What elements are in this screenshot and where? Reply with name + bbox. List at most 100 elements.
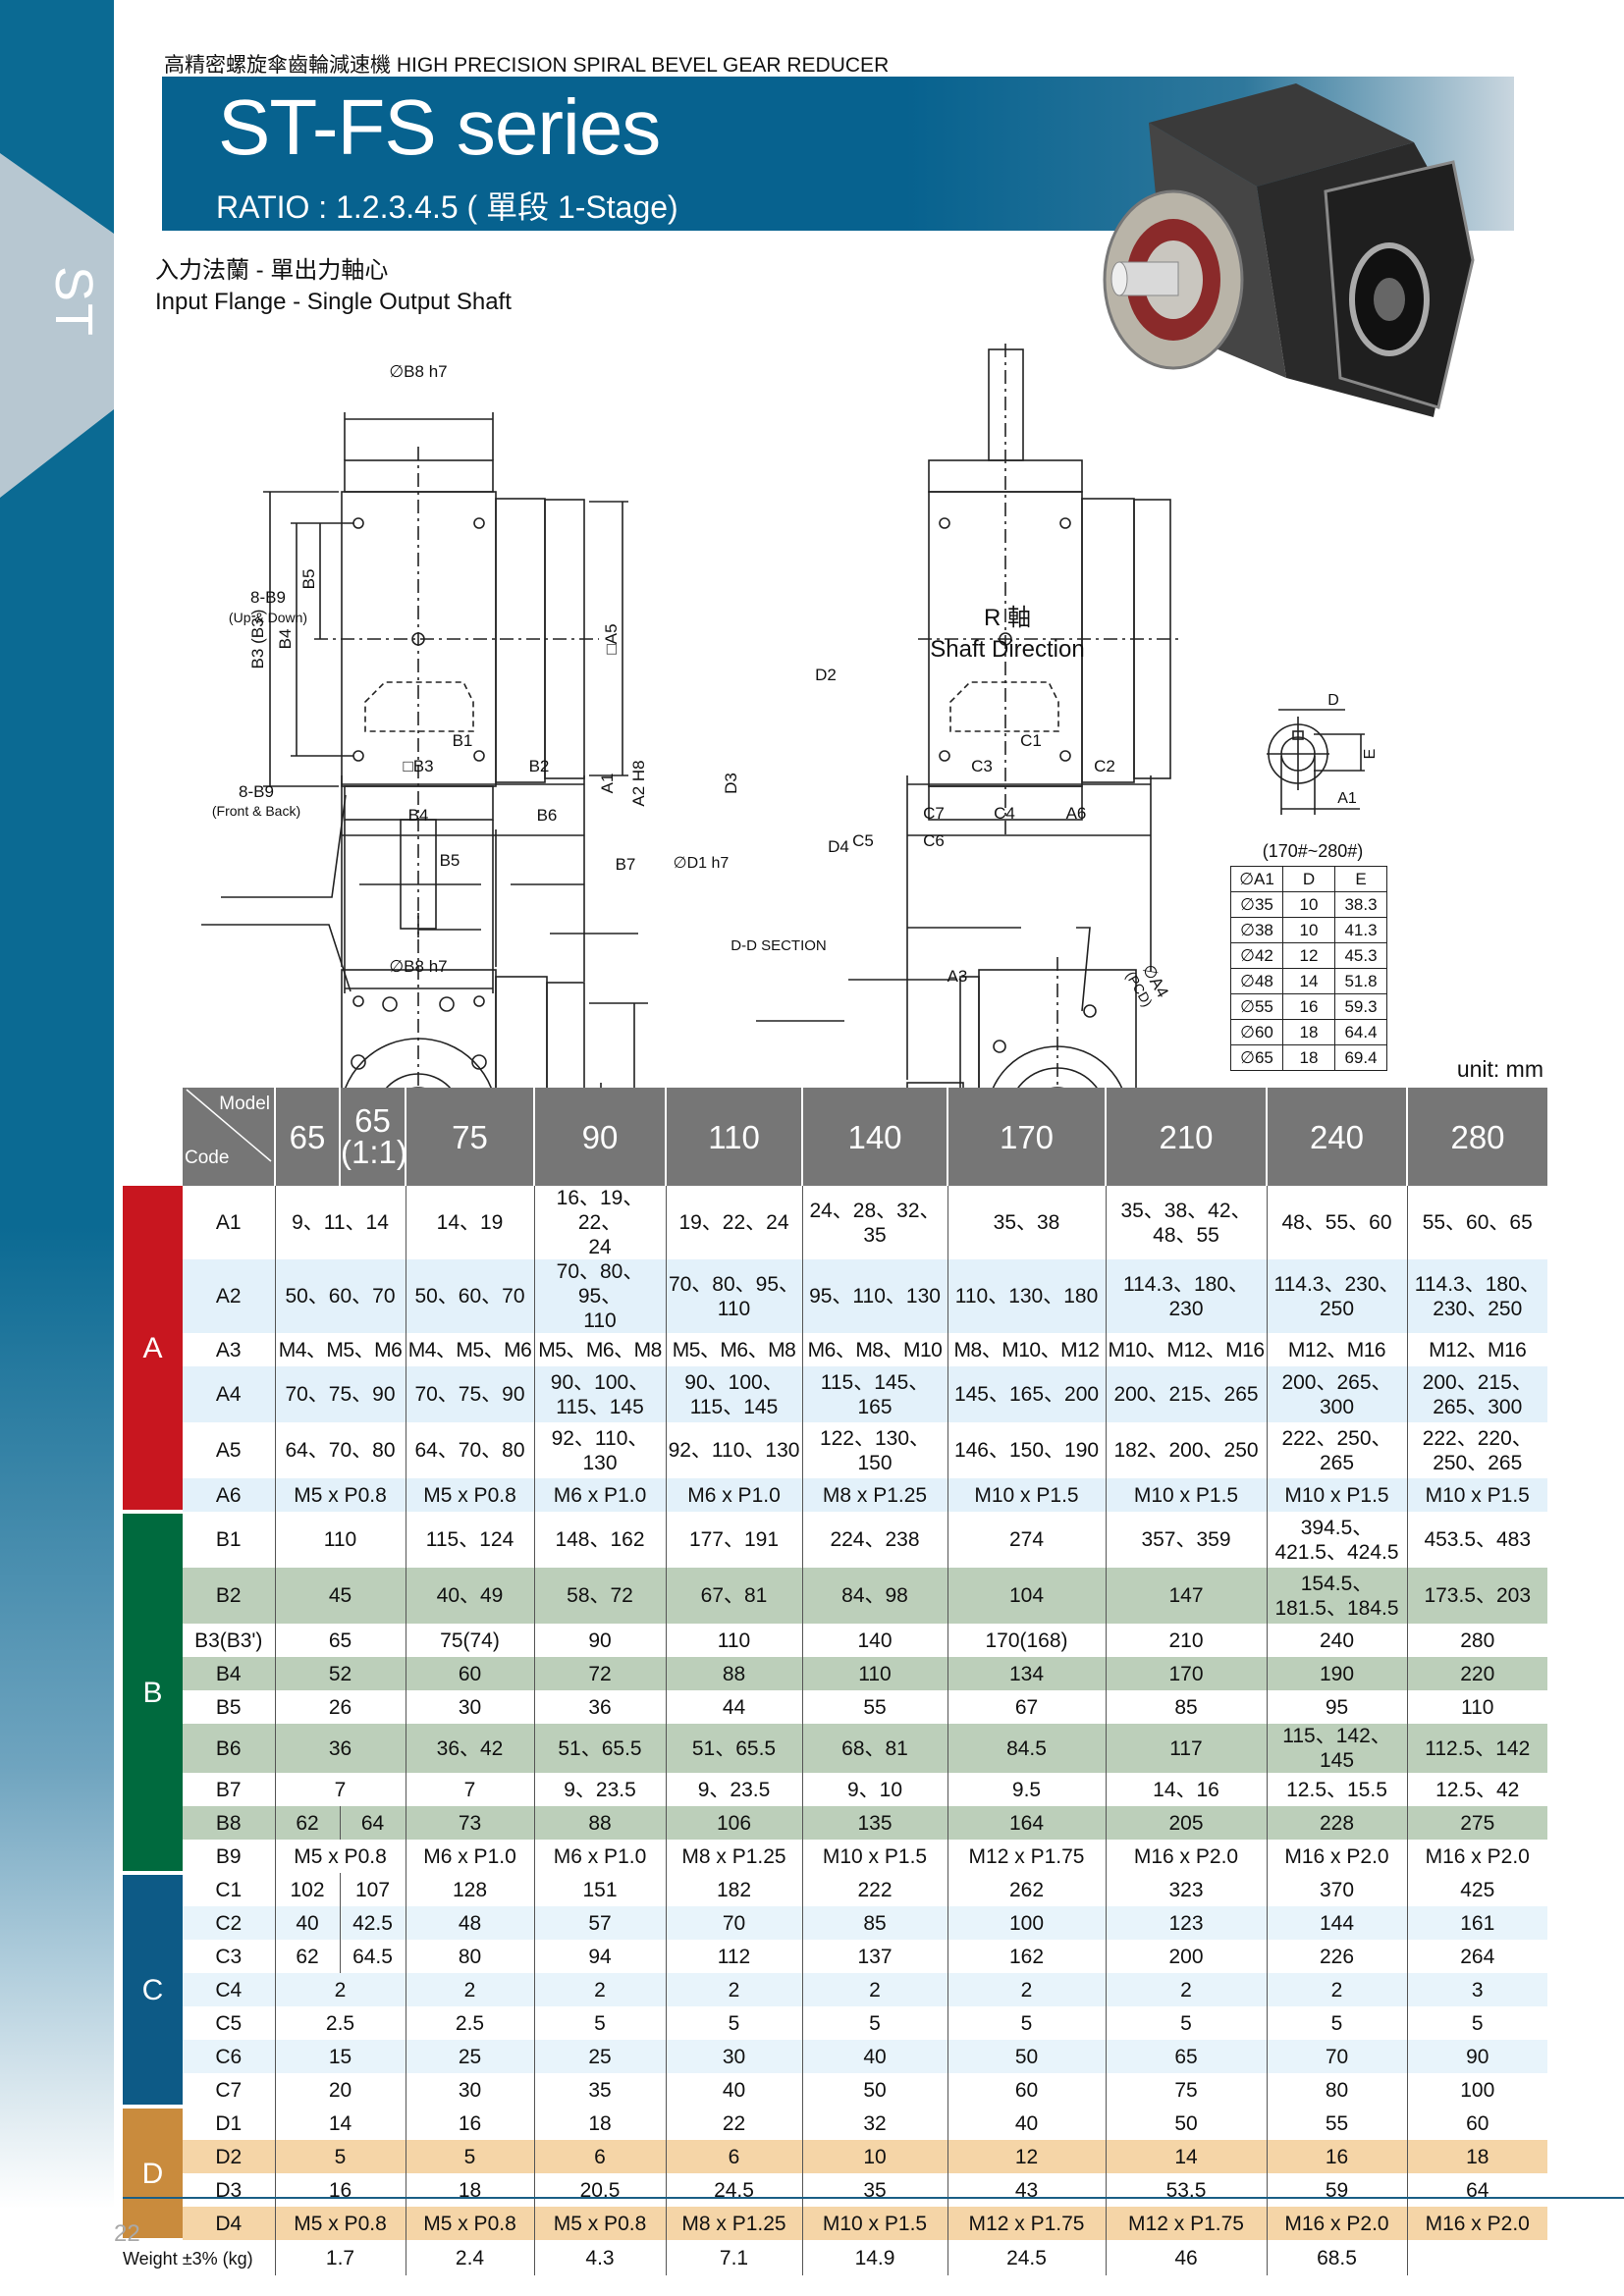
table-cell: 36 xyxy=(274,1724,406,1773)
table-cell: M4、M5、M6 xyxy=(274,1333,406,1366)
table-cell: 68、81 xyxy=(801,1724,947,1773)
table-cell: 35 xyxy=(533,2073,666,2107)
table-cell: 222、220、 250、265 xyxy=(1406,1422,1547,1478)
table-cell: 30 xyxy=(405,1690,534,1724)
bottom-divider xyxy=(123,2197,1624,2199)
table-cell: 6 xyxy=(533,2140,666,2173)
table-cell: M10、M12、M16 xyxy=(1105,1333,1267,1366)
table-cell: 2 xyxy=(274,1973,406,2006)
table-cell: 40 xyxy=(947,2107,1106,2140)
table-cell: 117 xyxy=(1105,1724,1267,1773)
table-cell: 161 xyxy=(1406,1906,1547,1940)
row-code: C4 xyxy=(183,1973,275,2006)
table-cell: 70、80、95、 110 xyxy=(533,1259,666,1333)
table-cell: M8 x P1.25 xyxy=(665,2207,802,2240)
table-cell: 26 xyxy=(274,1690,406,1724)
table-cell: 200 xyxy=(1105,1940,1267,1973)
dim-label: E xyxy=(1362,749,1379,760)
dim-label: B7 xyxy=(616,855,636,874)
flange-view-drawing xyxy=(848,775,1152,1099)
row-code: B5 xyxy=(183,1690,275,1724)
key-table-cell: 18 xyxy=(1282,1044,1335,1071)
side-view-drawing xyxy=(201,775,648,1099)
table-cell: 240 xyxy=(1266,1624,1407,1657)
table-cell: 5 xyxy=(1406,2006,1547,2040)
table-cell: 9、23.5 xyxy=(665,1773,802,1806)
dim-label: D2 xyxy=(815,666,837,684)
row-code: C2 xyxy=(183,1906,275,1940)
dim-label: B1 xyxy=(453,731,473,750)
table-cell: 107 xyxy=(339,1873,406,1906)
table-cell: 5 xyxy=(665,2006,802,2040)
table-cell: 148、162 xyxy=(533,1512,666,1568)
table-cell: 134 xyxy=(947,1657,1106,1690)
table-cell: M12、M16 xyxy=(1406,1333,1547,1366)
table-cell: 226 xyxy=(1266,1940,1407,1973)
table-cell: 32 xyxy=(801,2107,947,2140)
table-cell: 36 xyxy=(533,1690,666,1724)
table-cell: 5 xyxy=(947,2006,1106,2040)
table-cell: 60 xyxy=(405,1657,534,1690)
table-cell: 200、215、 265、300 xyxy=(1406,1366,1547,1422)
weight-cell: 24.5 xyxy=(947,2240,1106,2275)
dim-label: A3 xyxy=(947,967,968,986)
table-cell: 5 xyxy=(801,2006,947,2040)
technical-drawings: ∅B8 h7 ∅B8 h7 B3 (B3') B4 B5 □A5 8-B9 (U… xyxy=(201,344,1379,1099)
group-label-C: C xyxy=(123,1873,183,2109)
table-cell: M12 x P1.75 xyxy=(1105,2207,1267,2240)
table-cell: 5 xyxy=(405,2140,534,2173)
table-cell: 275 xyxy=(1406,1806,1547,1840)
table-cell: 64 xyxy=(1406,2173,1547,2207)
table-cell: 177、191 xyxy=(665,1512,802,1568)
table-cell: 145、165、200 xyxy=(947,1366,1106,1422)
table-cell: 200、215、265 xyxy=(1105,1366,1267,1422)
weight-cell: 46 xyxy=(1105,2240,1267,2275)
key-table-cell: ∅60 xyxy=(1230,1019,1283,1045)
table-cell: 182、200、250 xyxy=(1105,1422,1267,1478)
key-table-cell: ∅48 xyxy=(1230,968,1283,994)
table-cell: M8 x P1.25 xyxy=(801,1478,947,1512)
model-header-240: 240 xyxy=(1266,1088,1407,1186)
dim-note: (Up & Down) xyxy=(229,610,307,625)
table-cell: 16 xyxy=(274,2173,406,2207)
table-cell: M5、M6、M8 xyxy=(665,1333,802,1366)
dim-label: B5 xyxy=(299,569,318,590)
key-table-cell: 45.3 xyxy=(1334,942,1387,969)
dim-label: ∅B8 h7 xyxy=(389,362,447,381)
row-code: A6 xyxy=(183,1478,275,1512)
table-cell: 50、60、70 xyxy=(274,1259,406,1333)
row-code: A3 xyxy=(183,1333,275,1366)
table-cell: 53.5 xyxy=(1105,2173,1267,2207)
table-cell: 104 xyxy=(947,1568,1106,1624)
weight-cell: 7.1 xyxy=(665,2240,802,2275)
table-cell: 9.5 xyxy=(947,1773,1106,1806)
table-cell: 106 xyxy=(665,1806,802,1840)
row-code: B2 xyxy=(183,1568,275,1624)
table-cell: M16 x P2.0 xyxy=(1105,1840,1267,1873)
table-cell: 205 xyxy=(1105,1806,1267,1840)
table-cell: 48、55、60 xyxy=(1266,1186,1407,1259)
table-cell: 140 xyxy=(801,1624,947,1657)
dim-label: C5 xyxy=(852,831,874,850)
key-table-cell: ∅65 xyxy=(1230,1044,1283,1071)
table-cell: 128 xyxy=(405,1873,534,1906)
table-cell: 9、23.5 xyxy=(533,1773,666,1806)
table-cell: M6 x P1.0 xyxy=(533,1840,666,1873)
table-cell: M12、M16 xyxy=(1266,1333,1407,1366)
table-cell: 135 xyxy=(801,1806,947,1840)
dim-label: B6 xyxy=(537,806,558,825)
shaft-direction-drawing xyxy=(918,344,1178,834)
table-cell: 85 xyxy=(1105,1690,1267,1724)
weight-cell: 68.5 xyxy=(1266,2240,1407,2275)
table-cell: 2 xyxy=(1266,1973,1407,2006)
